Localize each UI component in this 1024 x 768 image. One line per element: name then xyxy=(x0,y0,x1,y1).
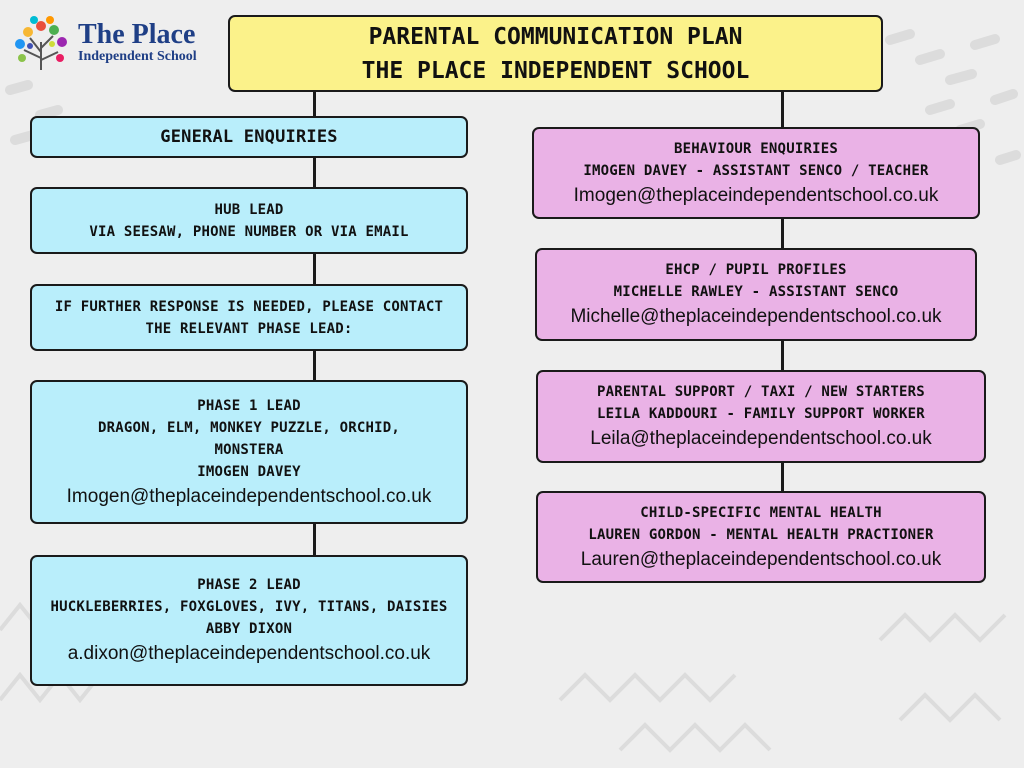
behaviour-enquiries-box: behaviour enquiries Imogen Davey - Assis… xyxy=(532,127,980,219)
behaviour-email-link[interactable]: Imogen@theplaceindependentschool.co.uk xyxy=(573,184,939,206)
connector xyxy=(313,253,316,285)
phase-1-lead-name: IMOGEN DAVEY xyxy=(197,463,301,480)
hub-lead-box: Hub lead via Seesaw, phone number or via… xyxy=(30,187,468,254)
connector xyxy=(781,218,784,249)
connector xyxy=(313,522,316,556)
connector xyxy=(781,90,784,128)
connector xyxy=(781,462,784,493)
phase-1-title: PHASE 1 LEAD xyxy=(197,397,301,414)
behaviour-contact: Imogen Davey - Assistant SENCO / teacher xyxy=(583,162,929,179)
ehcp-email-link[interactable]: Michelle@theplaceindependentschool.co.uk xyxy=(570,306,942,327)
hub-lead-title: Hub lead xyxy=(214,201,284,218)
phase-2-email-link[interactable]: a.dixon@theplaceindependentschool.co.uk xyxy=(67,643,431,664)
behaviour-title: behaviour enquiries xyxy=(674,140,838,157)
phase-2-classes: Huckleberries, Foxgloves, Ivy, Titans, D… xyxy=(50,599,448,615)
connector xyxy=(313,157,316,188)
phase-2-title: PHASE 2 LEAD xyxy=(197,577,301,593)
phase-1-classes-cont: MONSTERA xyxy=(214,441,284,458)
ehcp-box: EHCP / pupil profiles Michelle Rawley - … xyxy=(535,248,977,341)
mental-health-contact: Lauren Gordon - Mental Health Practioner xyxy=(588,526,934,543)
parental-support-email-link[interactable]: Leila@theplaceindependentschool.co.uk xyxy=(590,428,932,449)
school-logo: The Place Independent School xyxy=(10,12,197,74)
hub-lead-contact: via Seesaw, phone number or via email xyxy=(89,223,409,240)
mental-health-title: child-specific mental health xyxy=(640,504,882,521)
parental-support-contact: Leila Kaddouri - Family Support Worker xyxy=(597,406,925,422)
further-response-box: If further response is needed, please co… xyxy=(30,284,468,351)
mental-health-email-link[interactable]: Lauren@theplaceindependentschool.co.uk xyxy=(580,548,942,570)
general-enquiries-label: GENERAL ENQUIRIES xyxy=(160,127,338,147)
tree-logo-icon xyxy=(15,16,67,70)
title-box: PARENTAL COMMUNICATION PLAN THE PLACE IN… xyxy=(228,15,883,92)
ehcp-contact: Michelle Rawley - assistant SENCO xyxy=(613,284,899,300)
phase-2-lead-name: ABBY DIXON xyxy=(205,621,293,637)
further-response-line-2: the relevant phase lead: xyxy=(145,320,353,337)
phase-1-lead-box: PHASE 1 LEAD DRAGON, ELM, MONKEY PUZZLE,… xyxy=(30,380,468,524)
mental-health-box: child-specific mental health Lauren Gord… xyxy=(536,491,986,583)
phase-1-email-link[interactable]: Imogen@theplaceindependentschool.co.uk xyxy=(66,485,432,507)
connector xyxy=(781,340,784,371)
phase-2-lead-box: PHASE 2 LEAD Huckleberries, Foxgloves, I… xyxy=(30,555,468,686)
parental-support-title: Parental support / taxi / new starters xyxy=(597,384,925,400)
logo-name: The Place xyxy=(78,19,196,50)
further-response-line-1: If further response is needed, please co… xyxy=(54,298,444,315)
logo-subtitle: Independent School xyxy=(78,49,197,64)
phase-1-classes: DRAGON, ELM, MONKEY PUZZLE, ORCHID, xyxy=(97,419,400,436)
connector xyxy=(313,90,316,118)
parental-support-box: Parental support / taxi / new starters L… xyxy=(536,370,986,463)
title-line-1: PARENTAL COMMUNICATION PLAN xyxy=(368,23,743,50)
title-line-2: THE PLACE INDEPENDENT SCHOOL xyxy=(361,57,750,84)
general-enquiries-box: GENERAL ENQUIRIES xyxy=(30,116,468,158)
connector xyxy=(313,350,316,381)
ehcp-title: EHCP / pupil profiles xyxy=(665,262,847,278)
